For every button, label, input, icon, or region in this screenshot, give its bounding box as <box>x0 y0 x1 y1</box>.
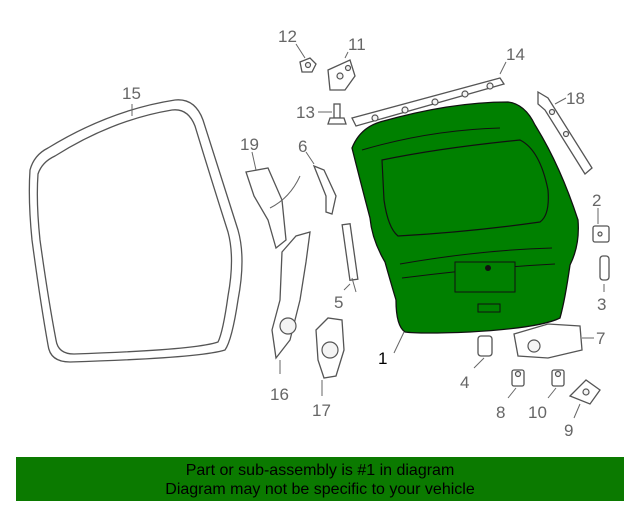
part-16-motor[interactable] <box>271 231 311 360</box>
part-6-rod[interactable] <box>312 164 337 215</box>
banner-line-2: Diagram may not be specific to your vehi… <box>165 481 475 498</box>
part-4-cylinder[interactable] <box>477 335 493 357</box>
callout-8: 8 <box>496 403 505 422</box>
part-5-strut[interactable] <box>341 222 359 293</box>
part-15-weatherstrip[interactable] <box>28 99 243 363</box>
callout-14: 14 <box>506 45 525 64</box>
callout-2: 2 <box>592 191 601 210</box>
callout-7: 7 <box>596 329 605 348</box>
part-7-latch[interactable] <box>513 323 583 359</box>
part-19-bracket[interactable] <box>245 167 301 250</box>
part-11-hinge[interactable] <box>327 59 356 91</box>
callout-1: 1 <box>378 349 387 368</box>
part-14-spoiler[interactable] <box>351 77 506 127</box>
part-17-motor[interactable] <box>315 317 345 379</box>
callout-9: 9 <box>564 421 573 440</box>
part-2-bumper[interactable] <box>592 225 610 243</box>
part-13-bolt[interactable] <box>327 103 347 125</box>
part-10-grommet[interactable] <box>551 369 565 387</box>
part-12-nut[interactable] <box>299 57 317 73</box>
part-18-trim[interactable] <box>537 90 593 175</box>
parts-diagram: 15 14 11 12 13 18 <box>28 27 610 440</box>
callout-4: 4 <box>460 373 469 392</box>
part-3-striker[interactable] <box>599 255 610 281</box>
callout-10: 10 <box>528 403 547 422</box>
callout-6: 6 <box>298 137 307 156</box>
part-9-clip[interactable] <box>568 379 601 405</box>
callout-15: 15 <box>122 84 141 103</box>
notice-banner: Part or sub-assembly is #1 in diagram Di… <box>16 457 624 501</box>
callout-3: 3 <box>597 295 606 314</box>
callout-5: 5 <box>334 293 343 312</box>
part-1-liftgate[interactable] <box>351 101 579 334</box>
callout-18: 18 <box>566 89 585 108</box>
callout-17: 17 <box>312 401 331 420</box>
callout-16: 16 <box>270 385 289 404</box>
callout-19: 19 <box>240 135 259 154</box>
part-8-grommet[interactable] <box>511 369 525 387</box>
callout-11: 11 <box>348 35 366 54</box>
callout-12: 12 <box>278 27 297 46</box>
banner-line-1: Part or sub-assembly is #1 in diagram <box>185 462 455 479</box>
callout-13: 13 <box>296 103 315 122</box>
